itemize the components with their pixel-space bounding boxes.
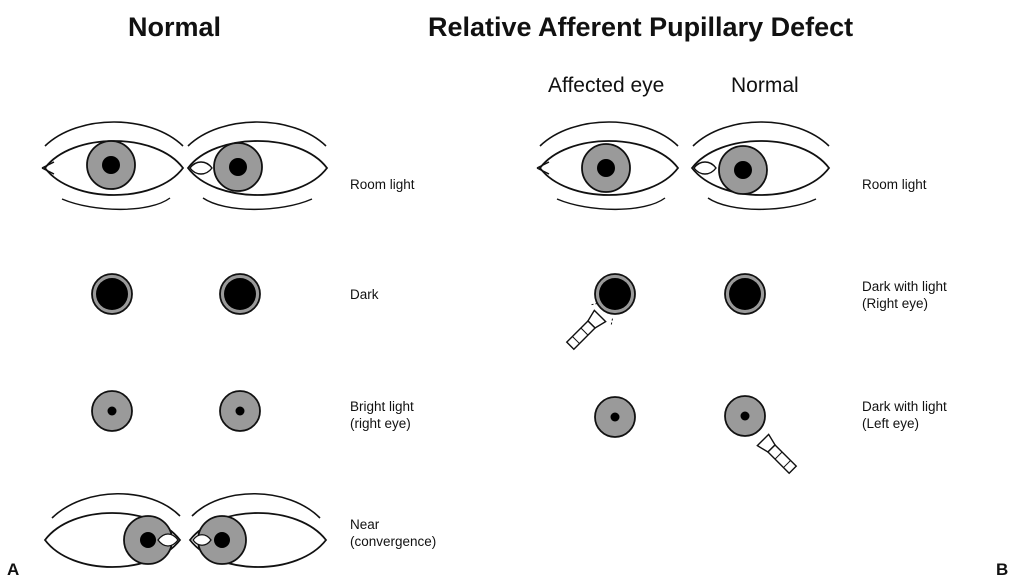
normal-bright-eye-left [220, 391, 260, 431]
label-near-line1: Near [350, 516, 436, 533]
label-rapd-right-line1: Dark with light [862, 278, 947, 295]
label-rapd-right-eye: Dark with light (Right eye) [862, 278, 947, 312]
label-dark: Dark [350, 286, 379, 303]
normal-near-eye-right [45, 494, 180, 567]
label-bright-light-line2: (right eye) [350, 415, 414, 432]
panel-label-a: A [7, 560, 19, 580]
panel-label-b: B [996, 560, 1008, 580]
normal-room-eye-right [42, 122, 183, 209]
normal-dark-eye-left [220, 274, 260, 314]
rapd-right-light-eye-normal [725, 274, 765, 314]
normal-near-eye-left [190, 494, 326, 567]
label-rapd-left-eye: Dark with light (Left eye) [862, 398, 947, 432]
label-near: Near (convergence) [350, 516, 436, 550]
label-rapd-right-line2: (Right eye) [862, 295, 947, 312]
rapd-left-light-eye-normal [725, 396, 765, 436]
normal-dark-eye-right [92, 274, 132, 314]
label-room-light: Room light [350, 176, 415, 193]
label-rapd-left-line1: Dark with light [862, 398, 947, 415]
label-near-line2: (convergence) [350, 533, 436, 550]
rapd-room-eye-affected [537, 122, 678, 209]
rapd-room-eye-normal [692, 122, 829, 209]
rapd-left-light-eye-affected [595, 397, 635, 437]
label-bright-light-line1: Bright light [350, 398, 414, 415]
normal-bright-eye-right [92, 391, 132, 431]
rapd-right-light-eye-affected [595, 274, 635, 314]
label-bright-light: Bright light (right eye) [350, 398, 414, 432]
label-rapd-left-line2: (Left eye) [862, 415, 947, 432]
normal-room-eye-left [188, 122, 327, 209]
flashlight-icon-left [757, 434, 798, 475]
label-rapd-room-light: Room light [862, 176, 927, 193]
